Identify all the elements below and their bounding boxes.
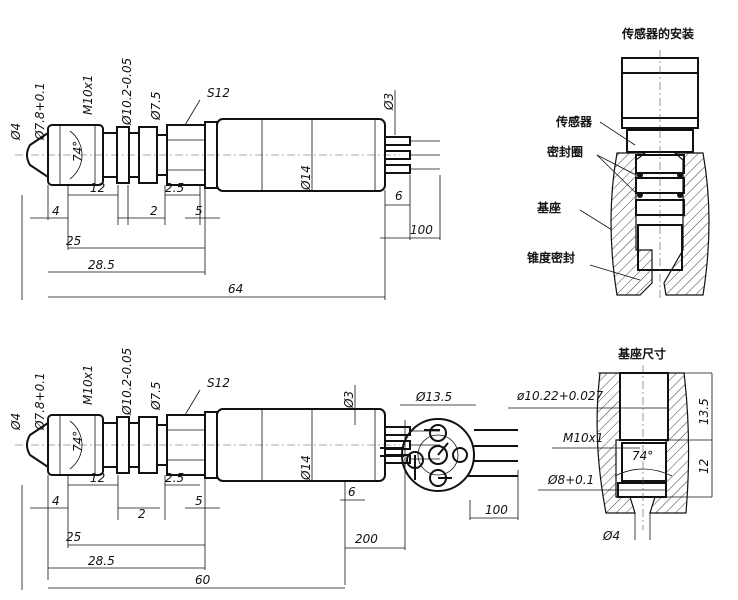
dim-12: 12 xyxy=(90,181,105,195)
label-sensor: 传感器 xyxy=(555,114,593,129)
dim-body-diameter: Ø14 xyxy=(299,165,313,191)
base-dimensions-view: 基座尺寸 ø10.22+0.027 M10x1 Ø8+0.1 74° 13.5 … xyxy=(508,346,713,543)
dim-2-5: 2.5 xyxy=(165,471,184,485)
dim-angle: 74° xyxy=(632,449,653,463)
dim-100: 100 xyxy=(485,503,508,517)
dim-connector-diameter: Ø13.5 xyxy=(415,390,452,404)
dim-body-diameter: Ø14 xyxy=(299,455,313,481)
sensor-bottom-view: Ø4 Ø7.8+0.1 M10x1 Ø10.2-0.05 Ø7.5 S12 74… xyxy=(9,348,519,590)
dim-2-5: 2.5 xyxy=(165,181,184,195)
installation-view: 传感器的安装 传感器 密封圈 基座 锥度密封 xyxy=(527,26,710,300)
dim-neck-diameter: Ø7.5 xyxy=(149,381,163,411)
connector-end-view xyxy=(380,418,518,492)
dim-6: 6 xyxy=(395,189,403,203)
dim-4: 4 xyxy=(52,494,60,508)
label-seal-ring: 密封圈 xyxy=(547,144,583,159)
dim-28-5: 28.5 xyxy=(88,258,115,272)
dim-12: 12 xyxy=(90,471,105,485)
dim-tip-diameter: Ø4 xyxy=(9,123,23,141)
dim-thread: M10x1 xyxy=(563,431,603,445)
dim-60: 60 xyxy=(195,573,211,587)
dim-64: 64 xyxy=(228,282,243,296)
dim-neck-diameter: Ø7.5 xyxy=(149,91,163,121)
dim-200: 200 xyxy=(355,532,378,546)
dim-cone-diameter: Ø7.8+0.1 xyxy=(33,82,47,141)
dim-groove-diameter: Ø10.2-0.05 xyxy=(120,58,134,126)
dim-cable-diameter: Ø3 xyxy=(382,93,396,111)
dim-4: 4 xyxy=(52,204,60,218)
dim-hex-size: S12 xyxy=(207,376,230,390)
dim-thread: M10x1 xyxy=(81,75,95,115)
installation-title: 传感器的安装 xyxy=(621,26,694,41)
label-base: 基座 xyxy=(536,200,561,215)
dim-hex-size: S12 xyxy=(207,86,230,100)
dim-bore-diameter: ø10.22+0.027 xyxy=(516,389,603,403)
dim-angle: 74° xyxy=(71,431,85,452)
dim-25: 25 xyxy=(66,530,81,544)
dim-depth-12: 12 xyxy=(697,459,711,474)
dim-cone-diameter: Ø7.8+0.1 xyxy=(33,372,47,431)
base-dims-title: 基座尺寸 xyxy=(617,346,666,361)
label-taper-seal: 锥度密封 xyxy=(527,250,575,265)
dim-depth-13-5: 13.5 xyxy=(697,398,711,425)
dim-5: 5 xyxy=(195,204,203,218)
dim-5: 5 xyxy=(195,494,203,508)
sensor-top-view: Ø4 Ø7.8+0.1 M10x1 Ø10.2-0.05 Ø7.5 S12 74… xyxy=(9,58,441,300)
dim-cable-diameter: Ø3 xyxy=(342,391,356,409)
dim-2: 2 xyxy=(150,204,158,218)
dim-thread: M10x1 xyxy=(81,365,95,405)
dim-6: 6 xyxy=(348,485,356,499)
dim-tip-diameter: Ø4 xyxy=(9,413,23,431)
dim-100: 100 xyxy=(410,223,433,237)
dim-groove-diameter: Ø10.2-0.05 xyxy=(120,348,134,416)
dim-angle: 74° xyxy=(71,141,85,162)
dim-seat-diameter: Ø8+0.1 xyxy=(547,473,594,487)
dim-28-5: 28.5 xyxy=(88,554,115,568)
dim-25: 25 xyxy=(66,234,81,248)
dim-hole-diameter: Ø4 xyxy=(602,529,620,543)
dim-2: 2 xyxy=(138,507,146,521)
